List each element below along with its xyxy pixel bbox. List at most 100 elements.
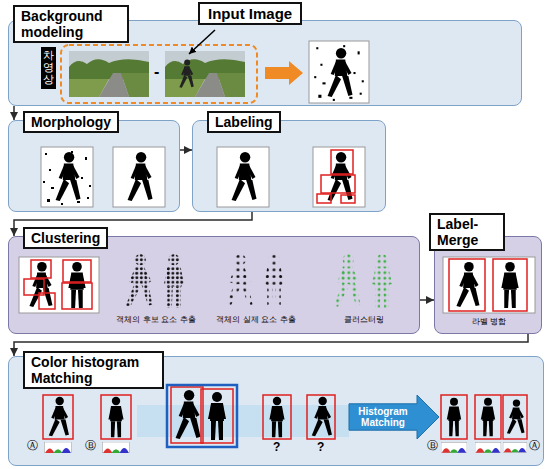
unknown-objects (263, 395, 335, 439)
object-points (264, 254, 284, 308)
illustration-use (232, 152, 257, 201)
illustration-rect (217, 147, 269, 207)
illustration-use (176, 390, 201, 439)
illustration-rect (101, 395, 131, 439)
illustration-rect (19, 257, 99, 313)
vertical-label: 차영상 (41, 47, 56, 89)
candidate-points (164, 254, 184, 308)
illustration-rect (62, 283, 92, 309)
pedestrian (179, 60, 193, 88)
road-photo (165, 51, 245, 97)
illustration-rect (503, 395, 527, 439)
illustration-rect (39, 293, 55, 309)
illustration-use (29, 262, 52, 307)
illustration-rect (41, 147, 93, 207)
illustration-rect (441, 395, 467, 439)
illustration-use (44, 442, 72, 453)
illustration-rect (263, 395, 291, 439)
illustration-use (68, 262, 85, 308)
process-arrow: Histogram Matching (349, 395, 439, 439)
illustration-rect (63, 260, 91, 282)
illustration-use (481, 398, 495, 436)
stage-title: Label-Merge (429, 213, 505, 251)
stage-panel: Clustering객체의 후보 요소 추출객체의 실제 요소 추출클러스터링 (8, 236, 420, 334)
illustration-use (269, 397, 284, 437)
illustration-rect (317, 194, 331, 203)
cluster-points (372, 254, 392, 308)
illustration-rect (201, 389, 233, 443)
label-boxes (317, 150, 355, 203)
illustration-use (501, 262, 518, 308)
illustration-use (102, 442, 130, 453)
unknown-marker: ? (317, 441, 324, 454)
labeling-art (193, 121, 387, 213)
illustration-rect (443, 257, 535, 313)
illustration-use (447, 398, 461, 436)
stage-panel: Labeling (192, 120, 386, 212)
illustration-use (475, 442, 501, 452)
illustration-rect (475, 395, 501, 439)
stage-panel: Morphology (8, 120, 180, 212)
flow-arrow (13, 106, 15, 120)
stage-title: Clustering (23, 227, 108, 249)
object-marker: Ⓑ (427, 440, 438, 452)
illustration-use (128, 152, 153, 201)
stage-panel: Color histogram MatchingⒶⒷ??ⒷⒶHistogram … (8, 356, 544, 466)
object-marker: Ⓑ (85, 440, 96, 452)
illustration-use (56, 152, 81, 201)
stage-title: Background modeling (13, 5, 129, 43)
unknown-marker: ? (273, 441, 280, 454)
arrow-label: Histogram Matching (355, 406, 411, 428)
step-caption: 클러스터링 (319, 315, 409, 325)
illustration-use (208, 392, 226, 440)
illustration-rect (449, 259, 485, 311)
object-a (43, 395, 73, 453)
leader-line (189, 30, 215, 54)
illustration-use (108, 397, 123, 437)
object-b (101, 395, 131, 453)
illustration-rect (341, 195, 355, 203)
label-boxes (24, 260, 92, 309)
silhouette (328, 48, 353, 97)
illustration-rect (313, 147, 365, 207)
result-arrow (265, 61, 303, 85)
illustration-rect (43, 395, 73, 439)
illustration-rect (171, 387, 203, 443)
flow-arrow (420, 299, 434, 301)
input-label-text: Input Image (208, 5, 292, 22)
illustration-use (507, 399, 525, 433)
illustration-rect (31, 260, 51, 278)
stage-title: Labeling (207, 111, 281, 133)
stage-panel: Background modeling차영상- (8, 20, 522, 106)
flow-arrow (180, 149, 192, 151)
illustration-rect (331, 150, 353, 174)
illustration-use (503, 443, 527, 453)
candidate-points (126, 254, 153, 307)
illustration-use (441, 442, 467, 452)
object-marker: Ⓐ (27, 440, 38, 452)
matched-objects (441, 395, 527, 453)
illustration-rect (321, 175, 355, 193)
step-caption: 객체의 후보 요소 추출 (111, 315, 201, 325)
object-marker: Ⓐ (529, 440, 540, 452)
arrow-shape (349, 395, 439, 439)
illustration-use (312, 397, 332, 436)
illustration-use (49, 397, 69, 436)
object-points (226, 254, 253, 307)
stage-title: Morphology (23, 111, 119, 133)
binary-image (309, 41, 369, 103)
illustration-use (43, 151, 91, 205)
illustration-rect (307, 395, 335, 439)
stage-panel: Label-Merge라벨 병합 (434, 236, 542, 334)
morphology-art (9, 121, 181, 213)
illustration-rect (167, 385, 237, 447)
difference-frame (61, 45, 257, 103)
input-label-box: Input Image (198, 2, 302, 25)
illustration-rect (113, 147, 165, 207)
stage-title: Color histogram Matching (23, 351, 164, 389)
cluster-points (334, 254, 361, 307)
step-caption: 라벨 병합 (435, 317, 543, 327)
noise-dots (314, 45, 364, 101)
illustration-use (456, 262, 479, 307)
